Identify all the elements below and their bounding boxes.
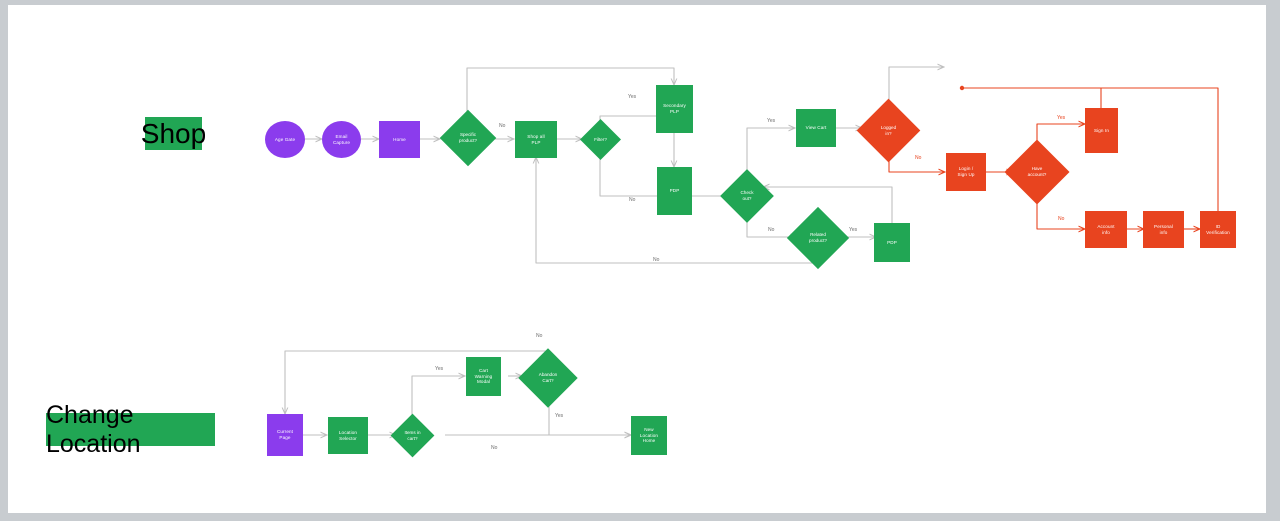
shop-banner-label: Shop [140, 117, 207, 149]
edge-label-loggedin-no: No [915, 155, 922, 161]
edge-pdpbottom-checkout [763, 187, 893, 223]
node-login-signup[interactable]: Login /Sign Up [946, 153, 986, 191]
node-pdp-bottom[interactable]: PDP [874, 223, 910, 262]
node-pdp-top-label: PDP [669, 188, 680, 194]
edge-specific-yes-secondaryplp [466, 67, 674, 117]
node-home[interactable]: Home [379, 121, 420, 158]
edge-label-checkout-yes: Yes [767, 118, 776, 124]
change-location-banner-label: Change Location [46, 400, 141, 458]
edge-label-items-yes: Yes [435, 366, 444, 372]
connector-layer [8, 5, 1219, 513]
edge-filter-no-pdptop [599, 154, 666, 196]
edge-label-filter-yes: Yes [628, 94, 637, 100]
edge-label-checkout-no: No [768, 227, 775, 233]
node-age-gate-label: Age Gate [274, 136, 296, 142]
edge-loggedin-yes-exit [888, 67, 944, 110]
edge-label-account-no: No [1058, 216, 1065, 222]
shop-banner: Shop [141, 117, 206, 150]
node-sign-in[interactable]: Sign In [1085, 108, 1118, 153]
return-terminator-dot [959, 85, 965, 91]
edge-label-abandon-no: No [536, 333, 543, 339]
node-home-label: Home [393, 136, 406, 142]
node-filter[interactable]: Filter? [579, 118, 622, 161]
node-view-cart[interactable]: View Cart [796, 109, 836, 147]
node-pdp-bottom-label: PDP [887, 239, 897, 245]
edge-label-items-no: No [491, 445, 498, 451]
edge-idverification-return [964, 87, 1219, 211]
node-filter-label: Filter? [594, 136, 607, 142]
edge-label-specific-no: No [499, 123, 506, 129]
edge-label-related-no: No [653, 257, 660, 263]
edge-checkout-yes-viewcart [746, 128, 795, 182]
edge-label-account-yes: Yes [1057, 115, 1066, 121]
edge-abandoncart-no-currentpage [285, 350, 550, 414]
node-login-signup-label: Login /Sign Up [957, 166, 975, 177]
edge-label-filter-no: No [629, 197, 636, 203]
node-view-cart-label: View Cart [805, 125, 827, 131]
edge-itemsincart-yes-cartwarning [411, 376, 465, 421]
change-location-banner: Change Location [46, 401, 215, 458]
edge-label-related-yes: Yes [849, 227, 858, 233]
edge-label-abandon-yes: Yes [555, 413, 564, 419]
node-age-gate[interactable]: Age Gate [265, 121, 305, 158]
node-sign-in-label: Sign In [1093, 127, 1109, 133]
node-pdp-top[interactable]: PDP [657, 167, 692, 215]
